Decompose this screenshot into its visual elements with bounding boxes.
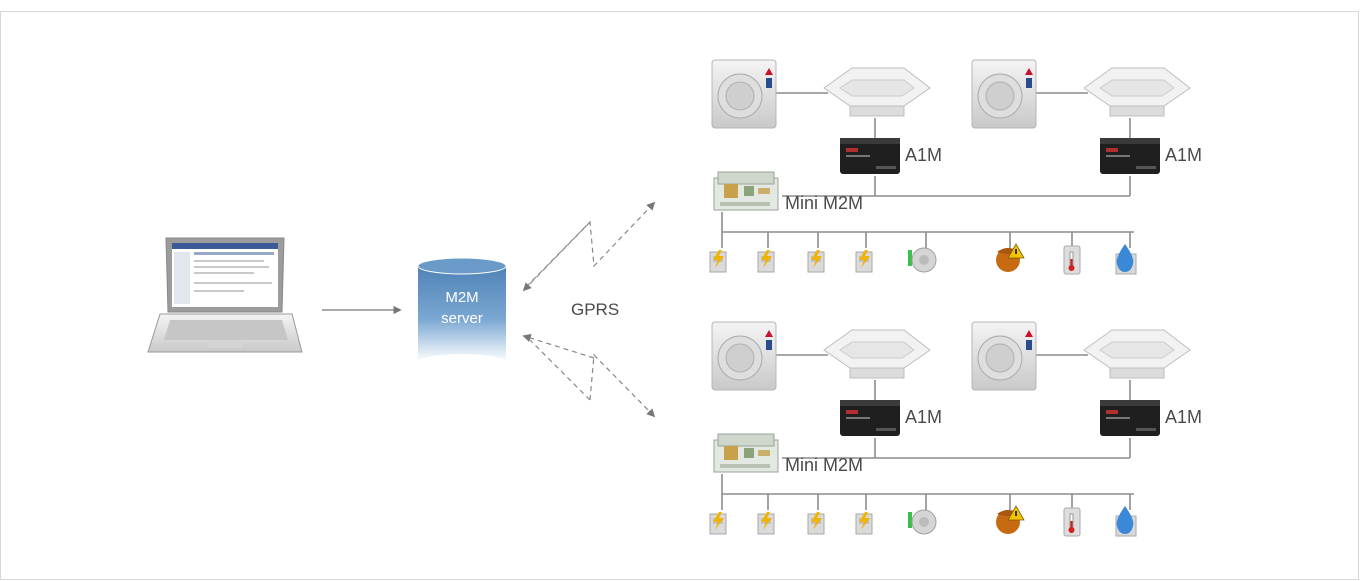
water-sensor-icon [1115, 243, 1137, 275]
controller-label: Mini M2M [785, 193, 864, 213]
gateway-label: A1M [905, 407, 943, 427]
site-2 [709, 321, 1191, 537]
controller-icon [713, 433, 779, 473]
cassette-unit-icon [1083, 67, 1191, 117]
water-sensor-icon [1115, 505, 1137, 537]
server-icon [417, 257, 507, 370]
site-1 [709, 59, 1191, 275]
gateway-label: A1M [1165, 407, 1203, 427]
controller-label: Mini M2M [785, 455, 864, 475]
meter-icon [807, 511, 825, 535]
laptop-icon [147, 237, 303, 353]
thermometer-icon [1063, 245, 1081, 275]
controller-icon [713, 171, 779, 211]
server-label-line2: server [441, 310, 483, 327]
cassette-unit-icon [823, 67, 931, 117]
gateway-icon [840, 400, 900, 436]
cassette-unit-icon [823, 329, 931, 379]
meter-icon [855, 249, 873, 273]
gprs-link-top [522, 201, 656, 292]
meter-icon [757, 511, 775, 535]
outdoor-unit-icon [711, 59, 777, 129]
gateway-icon [1100, 400, 1160, 436]
meter-icon [709, 511, 727, 535]
cassette-unit-icon [1083, 329, 1191, 379]
gprs-label: GPRS [571, 300, 620, 319]
outdoor-unit-icon [711, 321, 777, 391]
meter-icon [807, 249, 825, 273]
motion-sensor-icon [907, 509, 937, 535]
meter-icon [709, 249, 727, 273]
gateway-label: A1M [1165, 145, 1203, 165]
server-label-line1: M2M [445, 289, 479, 306]
meter-icon [757, 249, 775, 273]
alarm-icon [995, 243, 1025, 273]
alarm-icon [995, 505, 1025, 535]
motion-sensor-icon [907, 247, 937, 273]
thermometer-icon [1063, 507, 1081, 537]
meter-icon [855, 511, 873, 535]
gprs-link-bottom [522, 334, 656, 418]
gateway-icon [1100, 138, 1160, 174]
outdoor-unit-icon [971, 321, 1037, 391]
gateway-icon [840, 138, 900, 174]
gateway-label: A1M [905, 145, 943, 165]
outdoor-unit-icon [971, 59, 1037, 129]
